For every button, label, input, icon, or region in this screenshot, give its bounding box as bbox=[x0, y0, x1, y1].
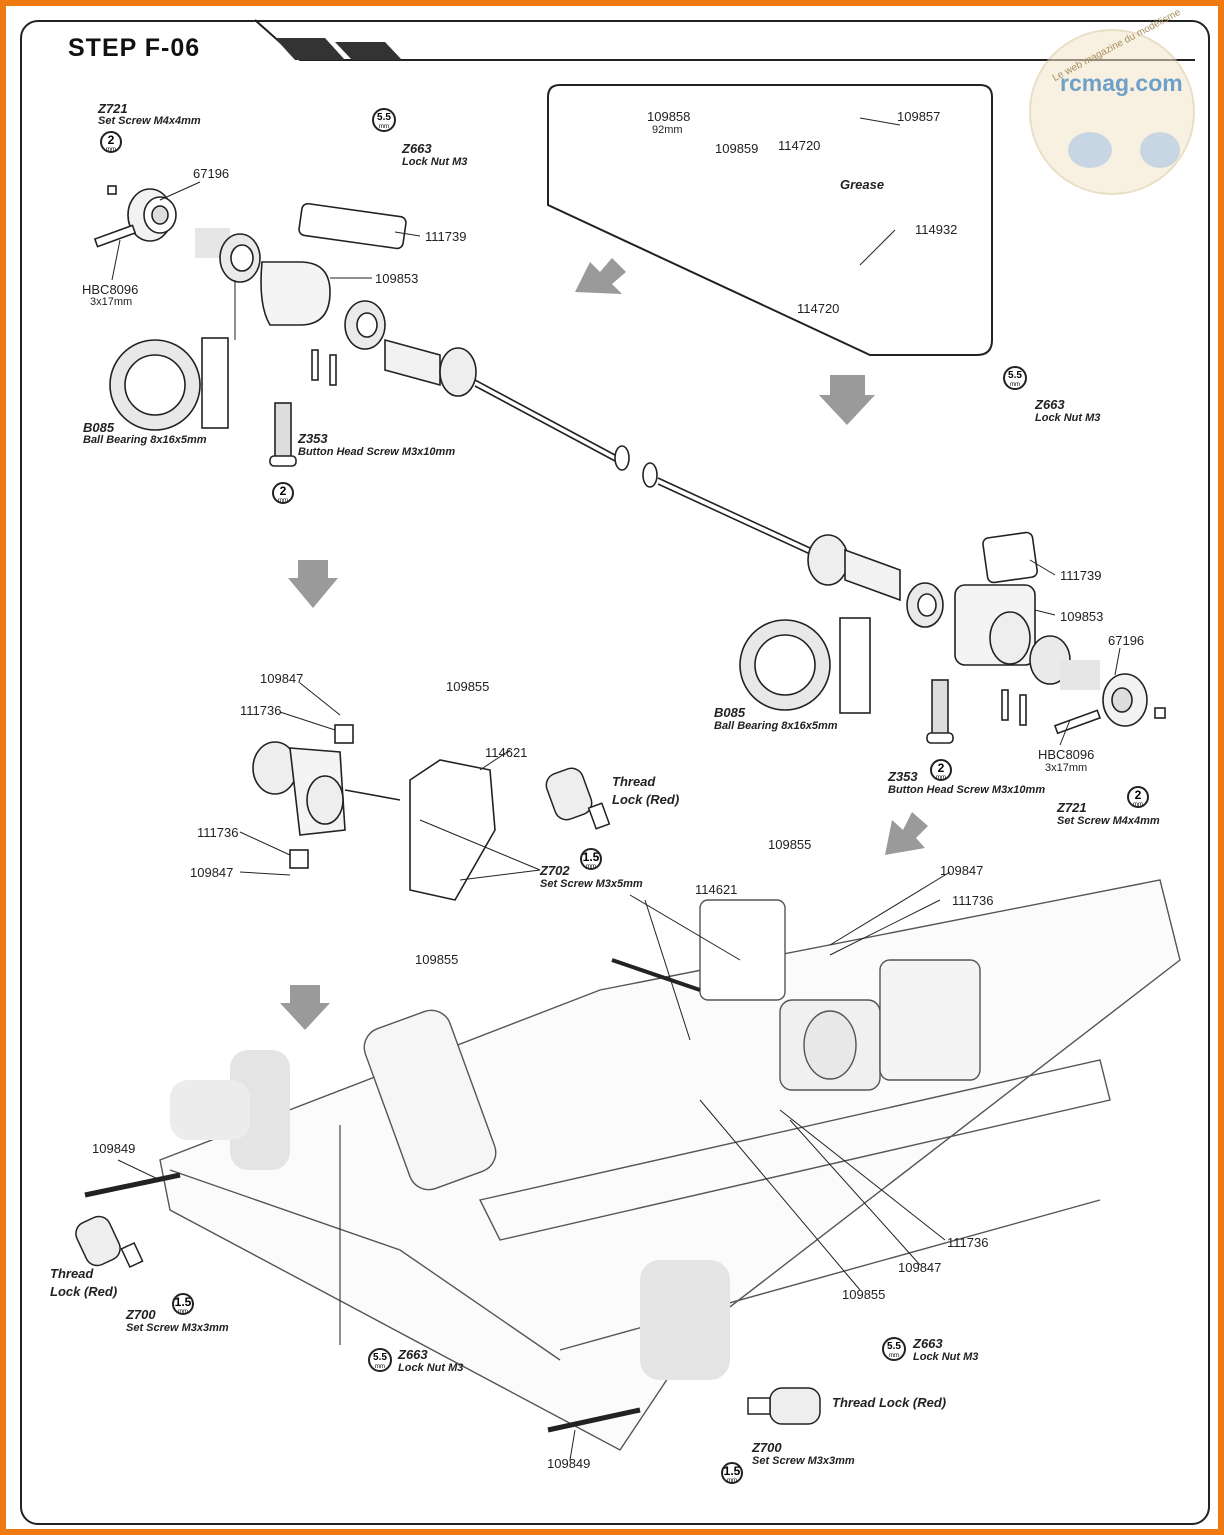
label-109858: 109858 bbox=[647, 109, 691, 124]
thread-lock-bottle-icon bbox=[545, 767, 611, 830]
label-b085-code-right: B085 bbox=[714, 705, 746, 720]
label-111739: 111739 bbox=[425, 229, 467, 244]
label-z663-desc-br: Lock Nut M3 bbox=[913, 1351, 979, 1363]
label-thread-lock-line1: Thread bbox=[612, 774, 656, 789]
label-z663-code-br: Z663 bbox=[913, 1336, 943, 1351]
label-z353-desc: Button Head Screw M3x10mm bbox=[298, 446, 456, 458]
label-111739-right: 111739 bbox=[1060, 568, 1102, 583]
arrow-down-icon bbox=[280, 985, 330, 1030]
leader-lines bbox=[111, 117, 1121, 1461]
label-114720-top: 114720 bbox=[778, 138, 821, 153]
label-hbc8096: HBC8096 bbox=[82, 282, 139, 297]
label-109849: 109849 bbox=[92, 1141, 136, 1156]
label-111736-right: 111736 bbox=[952, 893, 994, 908]
label-z702-code: Z702 bbox=[540, 863, 570, 878]
right-hub-assembly bbox=[739, 531, 1166, 744]
label-109853-right: 109853 bbox=[1060, 609, 1104, 624]
label-hbc8096-size-right: 3x17mm bbox=[1045, 762, 1088, 774]
label-z663-code-bottom: Z663 bbox=[398, 1347, 428, 1362]
step-frame bbox=[20, 20, 1210, 1525]
label-109857: 109857 bbox=[897, 109, 941, 124]
label-114720-bottom: 114720 bbox=[797, 301, 840, 316]
label-114621-right: 114621 bbox=[695, 882, 738, 897]
arrow-down-icon bbox=[819, 375, 875, 425]
label-b085-desc: Ball Bearing 8x16x5mm bbox=[83, 434, 207, 446]
label-109847-lower: 109847 bbox=[190, 865, 234, 880]
label-z721-code: Z721 bbox=[98, 101, 128, 116]
arrow-down-icon bbox=[288, 560, 338, 608]
steering-block-assembly bbox=[252, 724, 496, 901]
thread-lock-bottles bbox=[75, 767, 821, 1425]
thread-lock-bottle-icon bbox=[75, 1215, 144, 1269]
label-109855: 109855 bbox=[446, 679, 490, 694]
label-114932: 114932 bbox=[915, 222, 958, 237]
label-111736: 111736 bbox=[240, 703, 282, 718]
label-109855-bottom: 109855 bbox=[842, 1287, 886, 1302]
label-thread-lock-br: Thread Lock (Red) bbox=[832, 1395, 947, 1410]
chassis bbox=[84, 879, 1181, 1451]
label-z700-desc: Set Screw M3x3mm bbox=[126, 1322, 229, 1334]
watermark-site: rcmag.com bbox=[1060, 70, 1183, 96]
label-b085-desc-right: Ball Bearing 8x16x5mm bbox=[714, 720, 838, 732]
drive-shaft bbox=[384, 338, 901, 602]
rcmag-logo bbox=[1029, 29, 1195, 195]
label-grease: Grease bbox=[840, 177, 885, 192]
label-109858-length: 92mm bbox=[652, 124, 683, 136]
label-z353-desc-right: Button Head Screw M3x10mm bbox=[888, 784, 1046, 796]
arrow-diag-icon bbox=[575, 258, 626, 294]
label-z353-code: Z353 bbox=[298, 431, 328, 446]
label-z663-desc-bottom: Lock Nut M3 bbox=[398, 1362, 464, 1374]
label-109847: 109847 bbox=[260, 671, 304, 686]
label-67196-right: 67196 bbox=[1108, 633, 1145, 648]
label-z700-code-br: Z700 bbox=[752, 1440, 782, 1455]
label-109847-right: 109847 bbox=[940, 863, 984, 878]
label-z721-desc: Set Screw M4x4mm bbox=[98, 115, 201, 127]
label-hbc8096-size: 3x17mm bbox=[90, 296, 133, 308]
label-z663-desc: Lock Nut M3 bbox=[402, 156, 468, 168]
label-114621: 114621 bbox=[485, 745, 528, 760]
label-b085-code: B085 bbox=[83, 420, 115, 435]
arrow-diag-icon bbox=[885, 812, 928, 855]
label-thread-lock-bl2: Lock (Red) bbox=[50, 1284, 118, 1299]
label-hbc8096-right: HBC8096 bbox=[1038, 747, 1095, 762]
step-title: STEP F-06 bbox=[68, 34, 201, 62]
label-thread-lock-bl1: Thread bbox=[50, 1266, 94, 1281]
title-tab bbox=[254, 19, 1195, 61]
driveshaft-inset-box bbox=[547, 84, 993, 356]
label-111736-lower: 111736 bbox=[197, 825, 239, 840]
label-109849-bottom: 109849 bbox=[547, 1456, 591, 1471]
label-z663-code-right: Z663 bbox=[1035, 397, 1065, 412]
left-hub-assembly bbox=[93, 185, 407, 467]
label-109855-lower: 109855 bbox=[415, 952, 459, 967]
label-z663-desc-right: Lock Nut M3 bbox=[1035, 412, 1101, 424]
label-z702-desc: Set Screw M3x5mm bbox=[540, 878, 643, 890]
label-z721-code-right: Z721 bbox=[1057, 800, 1087, 815]
label-109847-bottom: 109847 bbox=[898, 1260, 942, 1275]
label-109853: 109853 bbox=[375, 271, 419, 286]
label-z663-code: Z663 bbox=[402, 141, 432, 156]
label-67196: 67196 bbox=[193, 166, 230, 181]
label-z700-desc-br: Set Screw M3x3mm bbox=[752, 1455, 855, 1467]
label-109859: 109859 bbox=[715, 141, 759, 156]
label-thread-lock-line2: Lock (Red) bbox=[612, 792, 680, 807]
label-111736-bottom: 111736 bbox=[947, 1235, 989, 1250]
label-z700-code: Z700 bbox=[126, 1307, 156, 1322]
label-z353-code-right: Z353 bbox=[888, 769, 918, 784]
label-109855-right: 109855 bbox=[768, 837, 812, 852]
label-z721-desc-right: Set Screw M4x4mm bbox=[1057, 815, 1160, 827]
thread-lock-bottle-icon bbox=[747, 1387, 821, 1425]
